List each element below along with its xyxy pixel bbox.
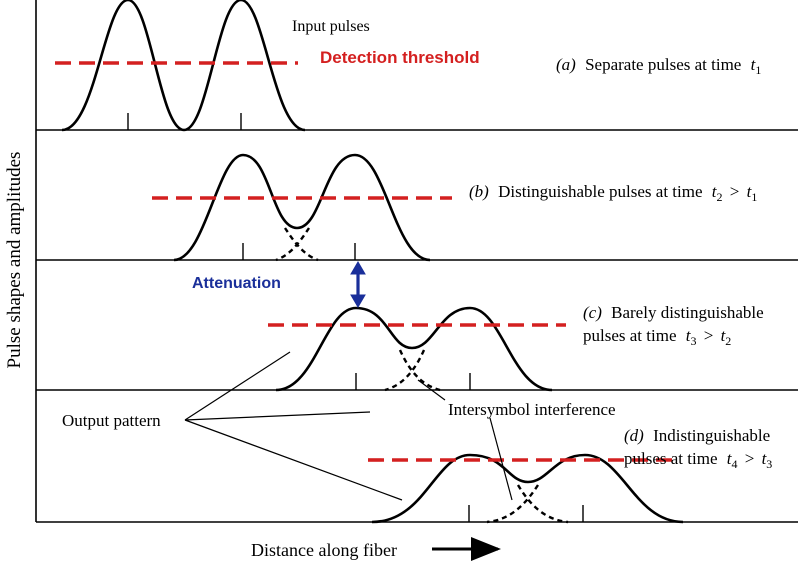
caption-d-line2: pulses at time t4 > t3 [624, 449, 772, 472]
caption-c-line2: pulses at time t3 > t2 [583, 326, 731, 349]
pulse-d-envelope [371, 453, 684, 524]
isi-pointers [417, 379, 513, 501]
caption-a: (a) Separate pulses at time t1 [556, 55, 761, 77]
detection-threshold-label: Detection threshold [320, 48, 480, 67]
attenuation-label: Attenuation [192, 275, 281, 292]
intersymbol-interference-label: Intersymbol interference [448, 400, 616, 419]
pulse-d-overlap [486, 484, 569, 524]
pulse-a-envelope [61, 0, 306, 132]
caption-d-line1: (d) Indistinguishable [624, 426, 770, 445]
input-pulses-label: Input pulses [292, 18, 370, 35]
attenuation-arrow [350, 261, 366, 308]
x-axis-label: Distance along fiber [251, 540, 397, 560]
output-pattern-label: Output pattern [62, 411, 161, 430]
caption-b: (b) Distinguishable pulses at time t2 > … [469, 182, 757, 205]
pulse-b-overlap [275, 227, 319, 262]
pulse-b-envelope [173, 153, 431, 262]
detection-threshold-lines [55, 61, 678, 462]
pulse-c-envelope [275, 306, 553, 392]
pulse-c-overlap [384, 349, 441, 392]
caption-c-line1: (c) Barely distinguishable [583, 303, 764, 322]
y-axis-label: Pulse shapes and amplitudes [4, 152, 25, 369]
output-pattern-pointers [184, 351, 403, 501]
